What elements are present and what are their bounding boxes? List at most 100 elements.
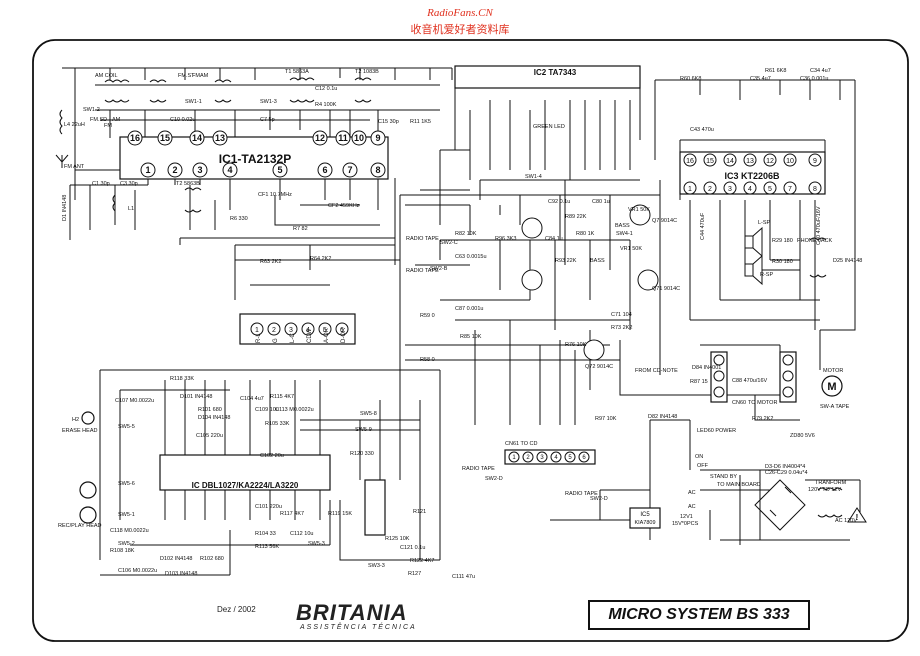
r125-label: R125 10K: [385, 536, 410, 542]
svg-text:1: 1: [255, 327, 259, 334]
svg-text:15: 15: [160, 133, 170, 143]
svg-text:14: 14: [726, 158, 734, 165]
c12-label: C12 0.1u: [315, 86, 337, 92]
sw5-9-label: SW5-9: [355, 427, 372, 433]
c106-label: C106 M0.0022u: [118, 568, 157, 574]
c104-label: C104 4u7: [240, 396, 264, 402]
cn61-label: CN61 TO CD: [505, 441, 538, 447]
ic4-body: [159, 454, 331, 491]
bass-label: BASS: [615, 223, 630, 229]
c101-label: C101 220u: [255, 504, 282, 510]
r85-label: R85 10K: [460, 334, 482, 340]
tranform-label: TRANFORM: [815, 480, 847, 486]
motor-symbol: [821, 375, 843, 397]
svg-text:9: 9: [375, 133, 380, 143]
svg-text:6: 6: [340, 327, 344, 334]
svg-text:4: 4: [306, 327, 310, 334]
ic1-title: IC1-TA2132P: [219, 152, 291, 166]
ic5-part: KIA7809: [634, 520, 655, 526]
svg-text:3: 3: [197, 165, 202, 175]
r58-label: R58 0: [420, 357, 435, 363]
r64-label: R64 2K2: [310, 256, 331, 262]
svg-text:12: 12: [766, 158, 774, 165]
svg-text:16: 16: [130, 133, 140, 143]
svg-text:2: 2: [172, 165, 177, 175]
svg-text:6: 6: [322, 165, 327, 175]
t2-label: T2 1083B: [355, 69, 379, 75]
sw5-2-label: SW5-2: [118, 541, 135, 547]
c34-label: C34 4u7: [810, 68, 831, 74]
r101-label: R101 680: [198, 407, 222, 413]
c121-label: C121 0.1u: [400, 545, 425, 551]
sw5-6-label: SW5-6: [118, 481, 135, 487]
ic5-title: IC5: [640, 512, 650, 518]
sw4-1-label: SW4-1: [616, 231, 633, 237]
r105-label: R105 33K: [265, 421, 290, 427]
sw1-4-label: SW1-4: [525, 174, 542, 180]
erase-head-label: ERASE HEAD: [62, 428, 97, 434]
cf1-label: CF1 10.7MHz: [258, 192, 292, 198]
r79-label: R79 2K2: [752, 416, 773, 422]
fm-label: FM: [104, 123, 112, 129]
c43-label: C43 470u: [690, 127, 714, 133]
c26-c29-label: C26-C29 0.04u*4: [765, 470, 808, 476]
ic1-pin-9: [370, 130, 386, 146]
outer-border: [32, 39, 909, 642]
sw2-label: SW2-D: [485, 476, 503, 482]
d3-d6-label: D3-D6 IN4004*4: [765, 464, 805, 470]
ic1-pin-4: [222, 162, 238, 178]
green-led-label: GREEN LED: [533, 124, 565, 130]
svg-text:5: 5: [768, 186, 772, 193]
c7-label: C7 5p: [260, 117, 275, 123]
transistors: [521, 204, 659, 361]
c35-label: C35 4u7: [750, 76, 771, 82]
wiring: [62, 67, 861, 576]
warning-icon: [847, 507, 867, 523]
q71-label: Q71 9014C: [652, 286, 680, 292]
svg-text:15: 15: [706, 158, 714, 165]
ic1-pin-7: [342, 162, 358, 178]
tape-heads: [79, 411, 97, 524]
r63-label: R63 2K2: [260, 259, 281, 265]
r11-label: R11 1K5: [410, 119, 431, 125]
cn60-pins: [713, 354, 794, 398]
ic1-pin-3: [192, 162, 208, 178]
sw1-3-label: SW1-3: [260, 99, 277, 105]
svg-text:A-OR: A-OR: [324, 327, 330, 343]
model-title: MICRO SYSTEM BS 333: [608, 606, 790, 623]
svg-text:7: 7: [788, 186, 792, 193]
ic1-pin-16: [127, 130, 143, 146]
c87-label: C87 0.001u: [455, 306, 483, 312]
r89-label: R89 22K: [565, 214, 587, 220]
h2-label: H2: [72, 417, 79, 423]
ic1-pins: [127, 130, 386, 178]
sw5-8-label: SW5-8: [360, 411, 377, 417]
svg-text:G: G: [273, 338, 279, 343]
r119-label: R119 15K: [328, 511, 352, 517]
model-title-box: MICRO SYSTEM BS 333: [588, 600, 810, 630]
q7-label: Q7 9014C: [652, 218, 677, 224]
d103-label: D103 IN4148: [165, 571, 197, 577]
ic5-body: [629, 507, 661, 529]
cf2-label: CF2 459KHz: [328, 203, 360, 209]
svg-text:D-OR: D-OR: [341, 327, 347, 343]
sw2b-label: SW2-B: [430, 266, 448, 272]
r113-label: R113 56K: [255, 544, 279, 550]
led60-label: LED60 POWER: [697, 428, 736, 434]
ic1-pin-13: [212, 130, 228, 146]
svg-text:L-C: L-C: [290, 333, 296, 343]
q72-label: Q72 9014C: [585, 364, 613, 370]
ic2-title: IC2 TA7343: [534, 68, 577, 77]
r4-label: R4 100K: [315, 102, 337, 108]
r96-label: R96 3K3: [495, 236, 516, 242]
ac120-label: AC 120V: [835, 518, 857, 524]
svg-text:8: 8: [375, 165, 380, 175]
r117-label: R117 4K7: [280, 511, 304, 517]
motor-m-label: M: [827, 381, 836, 393]
q73-symbol: [521, 217, 543, 239]
c118-label: C118 M0.0022u: [110, 528, 149, 534]
svg-text:CDW: CDW: [307, 328, 313, 343]
c105-label: C105 220u: [196, 433, 223, 439]
ic4-title: IC DBL1027/KA2224/LA3220: [192, 481, 299, 490]
